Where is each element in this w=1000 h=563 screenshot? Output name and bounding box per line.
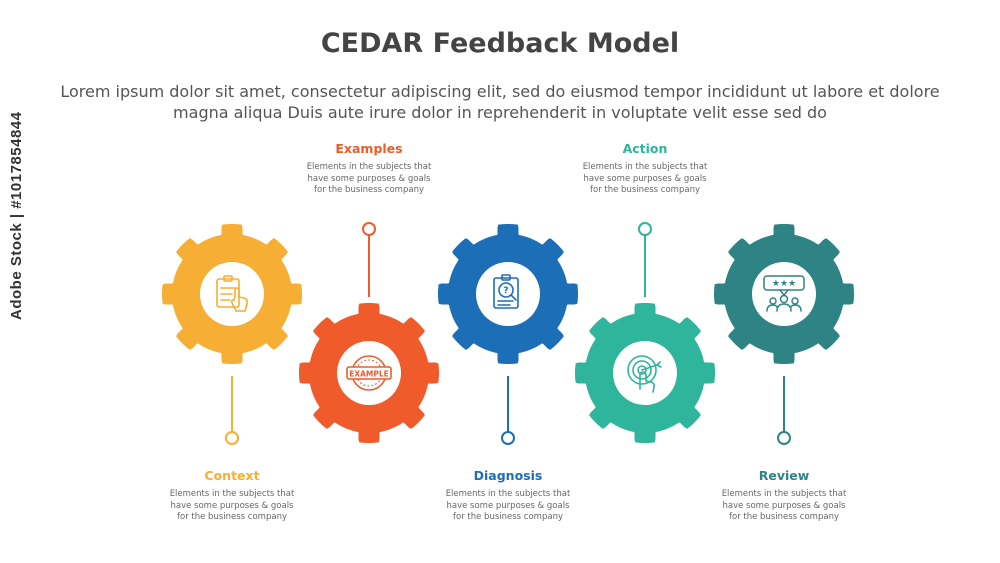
step-label-diagnosis: Diagnosis xyxy=(473,468,543,483)
step-desc-examples: Elements in the subjects that have some … xyxy=(306,162,432,195)
gear-shape xyxy=(299,303,439,443)
target-touch-icon xyxy=(627,355,662,393)
step-label-action: Action xyxy=(622,141,668,156)
gear-shape xyxy=(162,224,302,364)
step-label-context: Context xyxy=(204,468,260,483)
step-desc-context: Elements in the subjects that have some … xyxy=(169,489,295,522)
connector-review xyxy=(777,376,791,445)
connector-context xyxy=(225,376,239,445)
example-stamp-icon: EXAMPLE xyxy=(346,355,392,391)
step-desc-action: Elements in the subjects that have some … xyxy=(582,162,708,195)
connector-diagnosis xyxy=(501,376,515,445)
gear-shape xyxy=(714,224,854,364)
rating-people-icon: ★★★ xyxy=(763,275,805,312)
example-stamp-text: EXAMPLE xyxy=(349,370,389,379)
page-title: CEDAR Feedback Model xyxy=(320,28,680,59)
svg-text:?: ? xyxy=(503,286,508,296)
gear-center xyxy=(477,263,539,325)
step-label-examples: Examples xyxy=(335,141,403,156)
gear-shape xyxy=(438,224,578,364)
clipboard-hand-icon xyxy=(216,275,248,312)
connector-examples xyxy=(362,222,376,297)
step-desc-diagnosis: Elements in the subjects that have some … xyxy=(445,489,571,522)
connector-action xyxy=(638,222,652,297)
stock-watermark: Adobe Stock | #1017854844 xyxy=(8,111,25,320)
document-magnifier-icon: ? xyxy=(493,274,519,309)
step-desc-review: Elements in the subjects that have some … xyxy=(721,489,847,522)
page-subtitle: Lorem ipsum dolor sit amet, consectetur … xyxy=(60,82,940,122)
step-label-review: Review xyxy=(758,468,810,483)
gear-shape xyxy=(575,303,715,443)
gear-diagnosis xyxy=(438,224,578,364)
svg-text:★★★: ★★★ xyxy=(772,279,796,289)
